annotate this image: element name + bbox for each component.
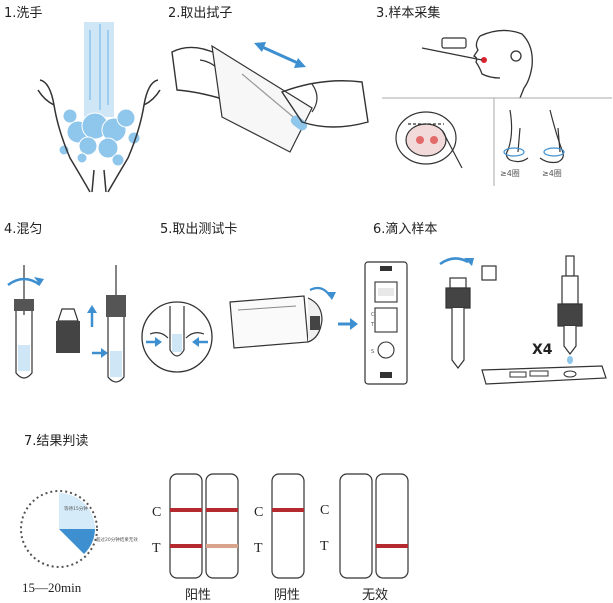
- step-5-label: 5.取出测试卡: [160, 222, 238, 237]
- invalid-strip-2: [375, 473, 409, 579]
- drop-sample-illustration: X4: [439, 255, 607, 385]
- c-line: [272, 508, 304, 512]
- timer-outer-text: 超过20分钟结果无效: [96, 536, 138, 543]
- test-card-illustration: C T S: [364, 261, 408, 385]
- swab-package: [211, 44, 313, 153]
- drop-count: X4: [532, 342, 553, 358]
- timer-elapsed-wedge: [59, 493, 95, 529]
- soap-bubbles: [58, 108, 141, 167]
- negative-c-letter: C: [254, 505, 263, 520]
- invalid-label: 无效: [362, 588, 389, 603]
- positive-strip-strong: [169, 473, 203, 579]
- step-2-label: 2.取出拭子: [168, 6, 233, 21]
- timer-illustration: 等待15分钟 超过20分钟结果无效: [20, 490, 138, 568]
- take-card-illustration: [229, 286, 358, 349]
- hand-holding-swab: [441, 37, 467, 49]
- t-line: [376, 544, 408, 548]
- negative-strip: [271, 473, 305, 579]
- invalid-strip-1: [339, 473, 373, 579]
- sample-collection-illustration: ≥4圈 ≥4圈: [382, 29, 612, 186]
- invalid-c-letter: C: [320, 503, 329, 518]
- t-line: [170, 544, 202, 548]
- swab-tip: [290, 115, 308, 131]
- tube-with-swab-1: [14, 265, 34, 379]
- card-s-mark: S: [371, 349, 374, 355]
- twist-arrow-icon: [439, 257, 469, 266]
- negative-label: 阴性: [274, 588, 301, 603]
- card-c-mark: C: [371, 312, 375, 318]
- squeeze-tube-illustration: [141, 301, 213, 373]
- c-line: [170, 508, 202, 512]
- timer-label: 15—20min: [22, 580, 82, 595]
- rotate-arrow-icon: [7, 277, 41, 287]
- left-nostril-count: ≥4圈: [500, 169, 520, 178]
- card-pouch: [229, 295, 309, 349]
- positive-c-letter: C: [152, 505, 161, 520]
- card-t-mark: T: [370, 322, 375, 328]
- test-card-flat: [481, 365, 607, 385]
- step-7-label: 7.结果判读: [24, 434, 89, 449]
- cap: [481, 265, 497, 281]
- left-hand: [39, 79, 91, 193]
- step-3-label: 3.样本采集: [376, 6, 441, 21]
- swab-contact-dot: [481, 57, 487, 63]
- negative-t-letter: T: [254, 541, 263, 556]
- sample-well: [377, 341, 395, 359]
- open-mouth: [395, 111, 457, 165]
- head-profile: [473, 29, 533, 99]
- nostril-right: [539, 109, 565, 164]
- step-1-label: 1.洗手: [4, 6, 43, 21]
- mix-illustration: [7, 265, 126, 383]
- tube-with-dropper-2: [557, 255, 583, 355]
- timer-inner-text: 等待15分钟: [64, 505, 88, 512]
- nostril-left: [503, 109, 529, 163]
- positive-label: 阳性: [185, 588, 212, 603]
- timer-overtime-wedge: [59, 529, 95, 554]
- throat-swab: [441, 129, 463, 169]
- right-hand: [280, 80, 369, 128]
- step-6-label: 6.滴入样本: [373, 222, 438, 237]
- right-nostril-count: ≥4圈: [542, 169, 562, 178]
- swab-stick: [421, 47, 483, 61]
- tube-with-dropper-1: [445, 277, 471, 369]
- step-4-label: 4.混匀: [4, 222, 43, 237]
- wash-hands-illustration: [37, 22, 161, 193]
- right-hand: [107, 79, 159, 193]
- pull-arrow-icon: [254, 42, 306, 68]
- result-strips: C T C T C T: [152, 473, 409, 579]
- c-line: [206, 508, 238, 512]
- positive-strip-weak: [205, 473, 239, 579]
- tube-with-swab-2: [106, 265, 126, 383]
- positive-t-letter: T: [152, 541, 161, 556]
- dropper-cap: [56, 308, 80, 353]
- t-line-faint: [206, 544, 238, 548]
- take-swab-illustration: [171, 42, 369, 153]
- invalid-t-letter: T: [320, 539, 329, 554]
